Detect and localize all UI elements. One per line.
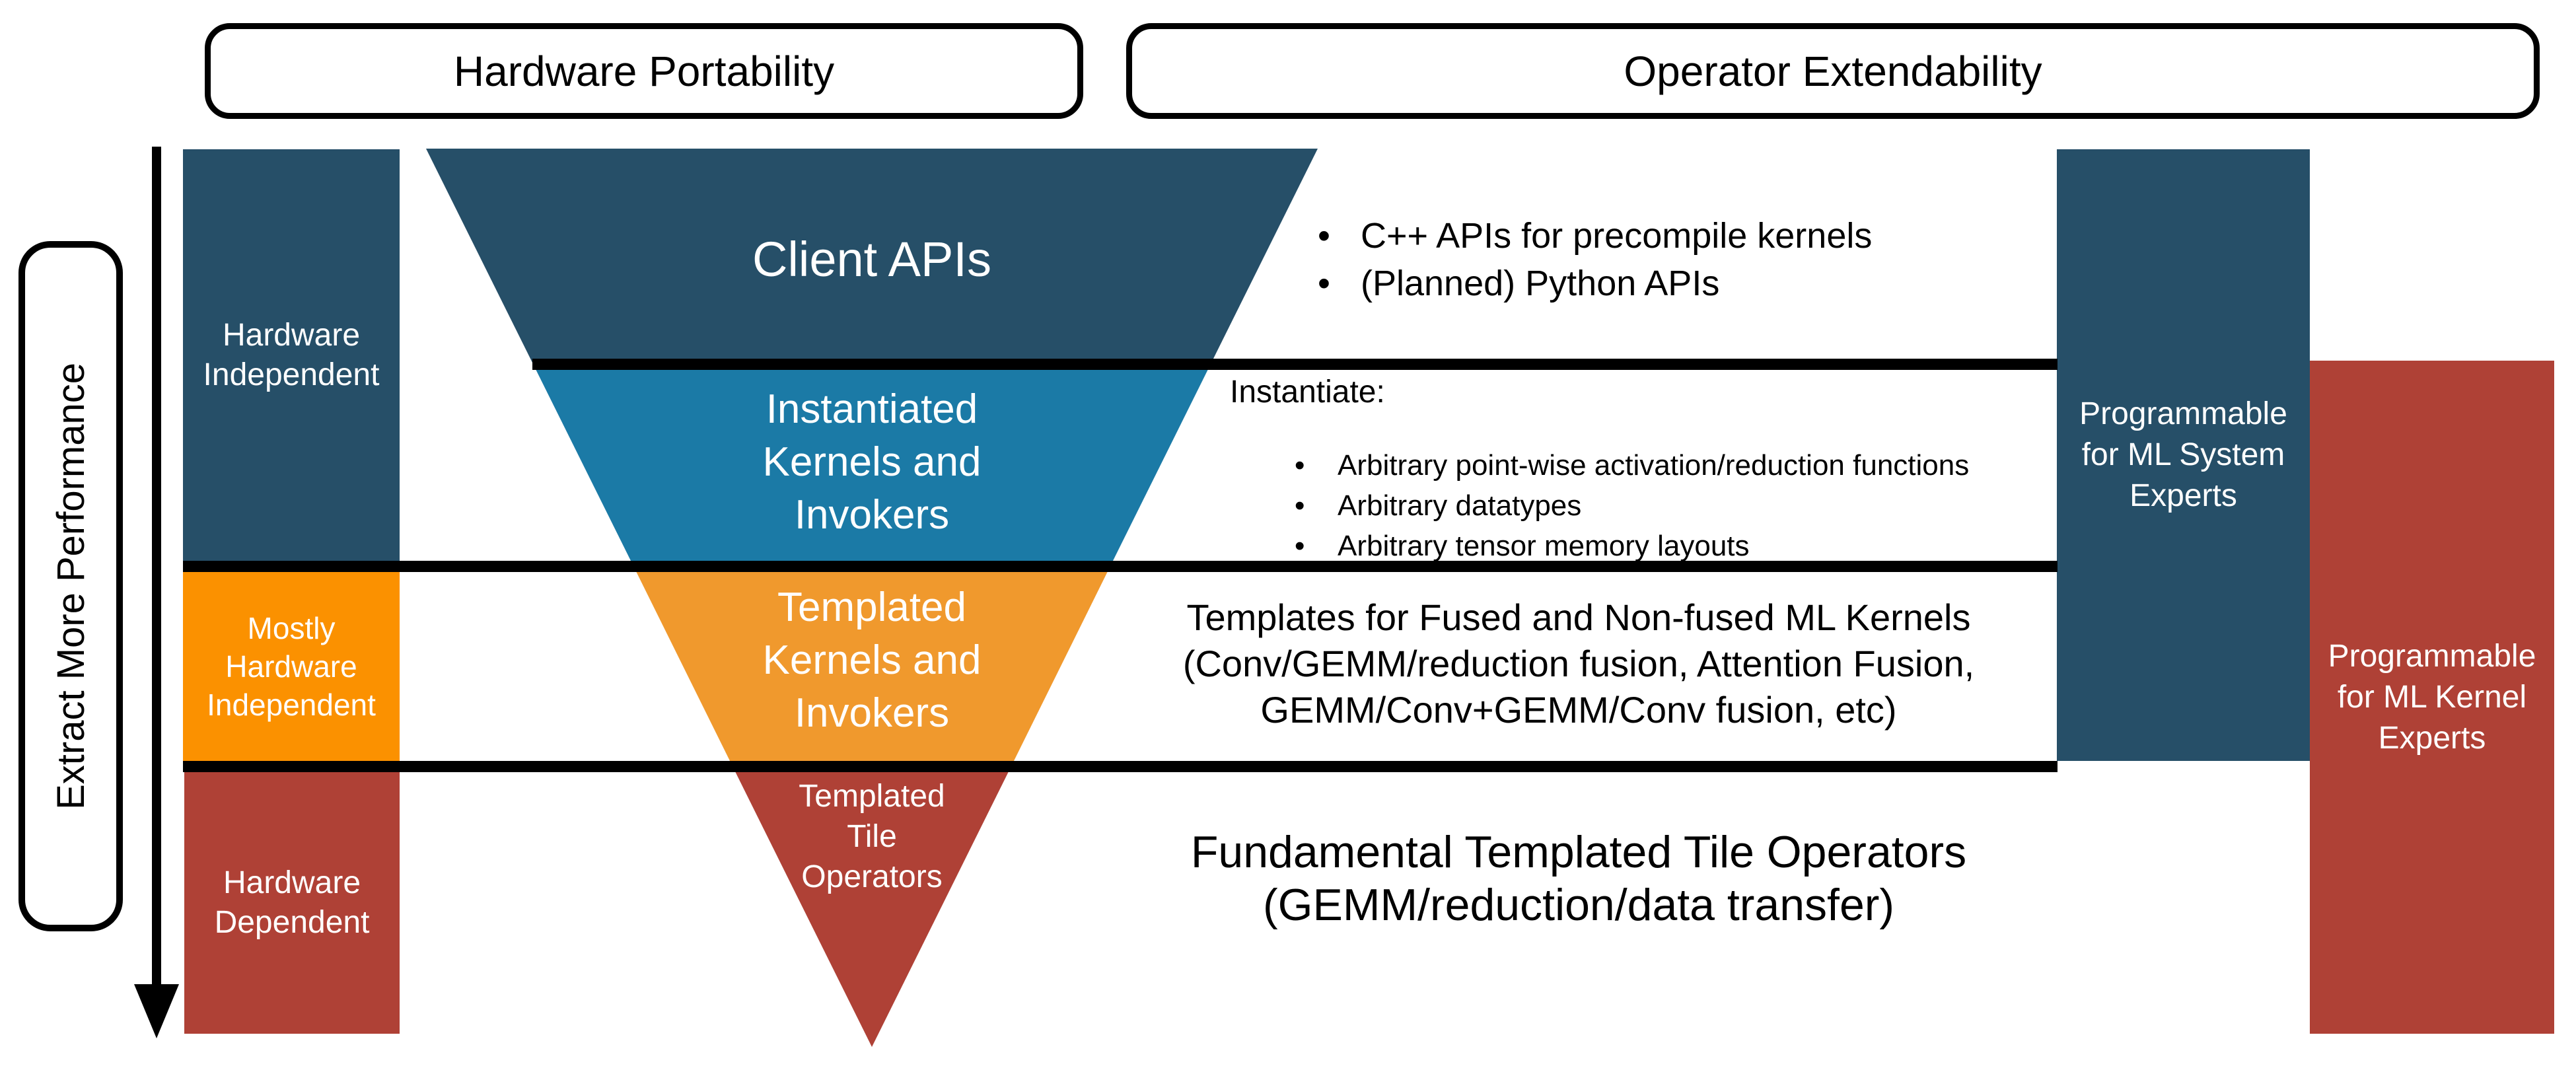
bullet-arbitrary-functions: Arbitrary point-wise activation/reductio… xyxy=(1288,445,1969,485)
bullet-python-apis: (Planned) Python APIs xyxy=(1311,260,1872,307)
extract-more-performance-box: Extract More Performance xyxy=(18,241,123,931)
right-column-ml-system-experts: Programmable for ML System Experts xyxy=(2057,149,2310,761)
funnel-band-client-apis xyxy=(426,149,1318,364)
operator-extendability-box: Operator Extendability xyxy=(1126,23,2540,119)
hardware-dependent-label: Hardware Dependent xyxy=(214,865,370,940)
fundamental-tile-operators-annotation: Fundamental Templated Tile Operators (GE… xyxy=(1190,827,1967,930)
left-column-hardware-dependent: Hardware Dependent xyxy=(184,772,400,1034)
client-apis-bullet-list: C++ APIs for precompile kernels (Planned… xyxy=(1311,212,1872,307)
right-column-ml-kernel-experts: Programmable for ML Kernel Experts xyxy=(2310,361,2554,1034)
hardware-independent-label: Hardware Independent xyxy=(203,317,380,392)
bullet-arbitrary-datatypes: Arbitrary datatypes xyxy=(1288,485,1969,526)
funnel-band-instantiated xyxy=(533,364,1211,566)
funnel-label-templated-tile-operators: Templated Tile Operators xyxy=(799,779,945,894)
bullet-arbitrary-layouts: Arbitrary tensor memory layouts xyxy=(1288,526,1969,566)
performance-arrow-head-icon xyxy=(134,984,179,1038)
mostly-hardware-independent-label: Mostly Hardware Independent xyxy=(207,611,376,722)
funnel-label-instantiated-kernels: Instantiated Kernels and Invokers xyxy=(762,386,982,538)
hardware-portability-box: Hardware Portability xyxy=(205,23,1083,119)
ml-system-experts-label: Programmable for ML System Experts xyxy=(2079,396,2287,513)
operator-extendability-label: Operator Extendability xyxy=(1624,47,2042,95)
bullet-cpp-apis: C++ APIs for precompile kernels xyxy=(1311,212,1872,260)
ml-kernel-experts-label: Programmable for ML Kernel Experts xyxy=(2328,638,2536,756)
templates-annotation: Templates for Fused and Non-fused ML Ker… xyxy=(1182,596,1975,731)
divider-line-1 xyxy=(532,359,2057,370)
divider-line-3 xyxy=(183,761,2057,772)
left-column-mostly-hardware-independent: Mostly Hardware Independent xyxy=(183,572,400,761)
instantiate-bullet-list: Arbitrary point-wise activation/reductio… xyxy=(1288,445,1969,566)
instantiate-heading: Instantiate: xyxy=(1230,375,1385,410)
funnel-band-templated xyxy=(633,566,1110,766)
funnel-band-tile-operators xyxy=(733,766,1011,1047)
extract-more-performance-label: Extract More Performance xyxy=(49,363,92,810)
left-column-hardware-independent: Hardware Independent xyxy=(183,149,400,561)
funnel-label-client-apis: Client APIs xyxy=(752,232,991,287)
performance-arrow-shaft xyxy=(152,147,161,989)
hardware-portability-label: Hardware Portability xyxy=(453,47,835,95)
funnel-label-templated-kernels: Templated Kernels and Invokers xyxy=(762,585,982,736)
